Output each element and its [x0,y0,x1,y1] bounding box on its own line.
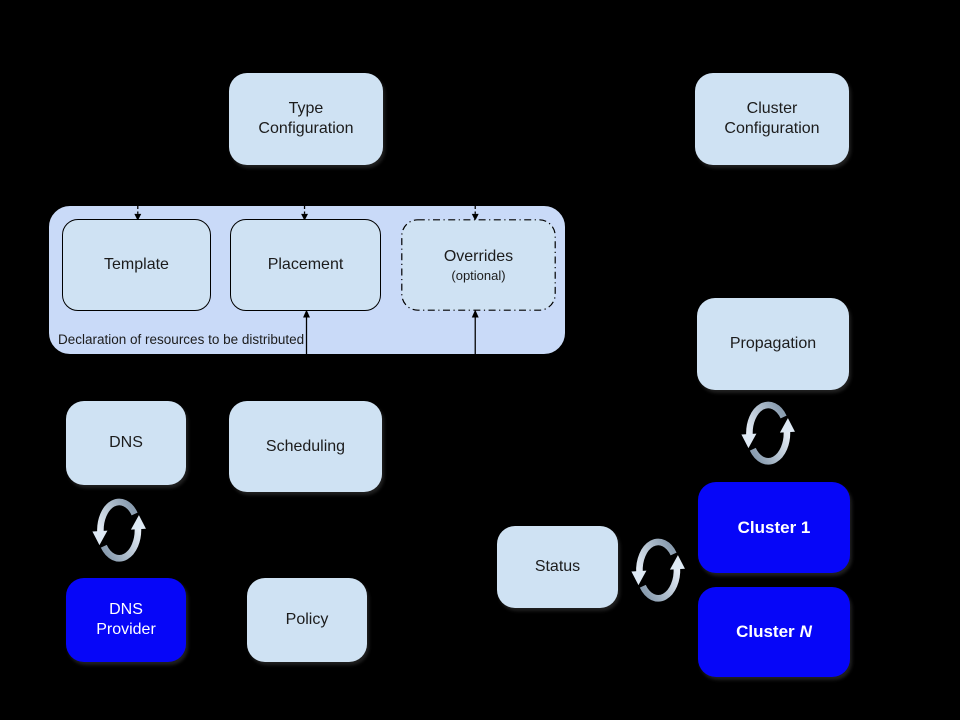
dash-dot-border [401,219,556,311]
cluster-n-label: Cluster [736,622,795,642]
sync-icon [91,492,153,572]
scheduling-node: Scheduling [229,401,382,492]
policy-node: Policy [247,578,367,662]
declaration-caption: Declaration of resources to be distribut… [58,332,305,347]
propagation-node: Propagation [697,298,849,390]
placement-node: Placement [230,219,381,311]
overrides-optional-note: (optional) [451,267,506,283]
dns-provider-node: DNS Provider [66,578,186,662]
dns-node: DNS [66,401,186,485]
status-node: Status [497,526,618,608]
sync-icon [740,395,802,475]
cluster-n-italic-n: N [799,622,812,642]
cluster-configuration-node: Cluster Configuration [695,73,849,165]
cluster-n-node: Cluster N [698,587,850,677]
declaration-container: Template Placement Overrides (optional) … [48,205,566,355]
sync-icon [630,532,692,612]
overrides-label: Overrides [443,247,514,265]
type-configuration-node: Type Configuration [229,73,383,165]
template-node: Template [62,219,211,311]
cluster-1-node: Cluster 1 [698,482,850,573]
overrides-node: Overrides (optional) [401,219,556,311]
